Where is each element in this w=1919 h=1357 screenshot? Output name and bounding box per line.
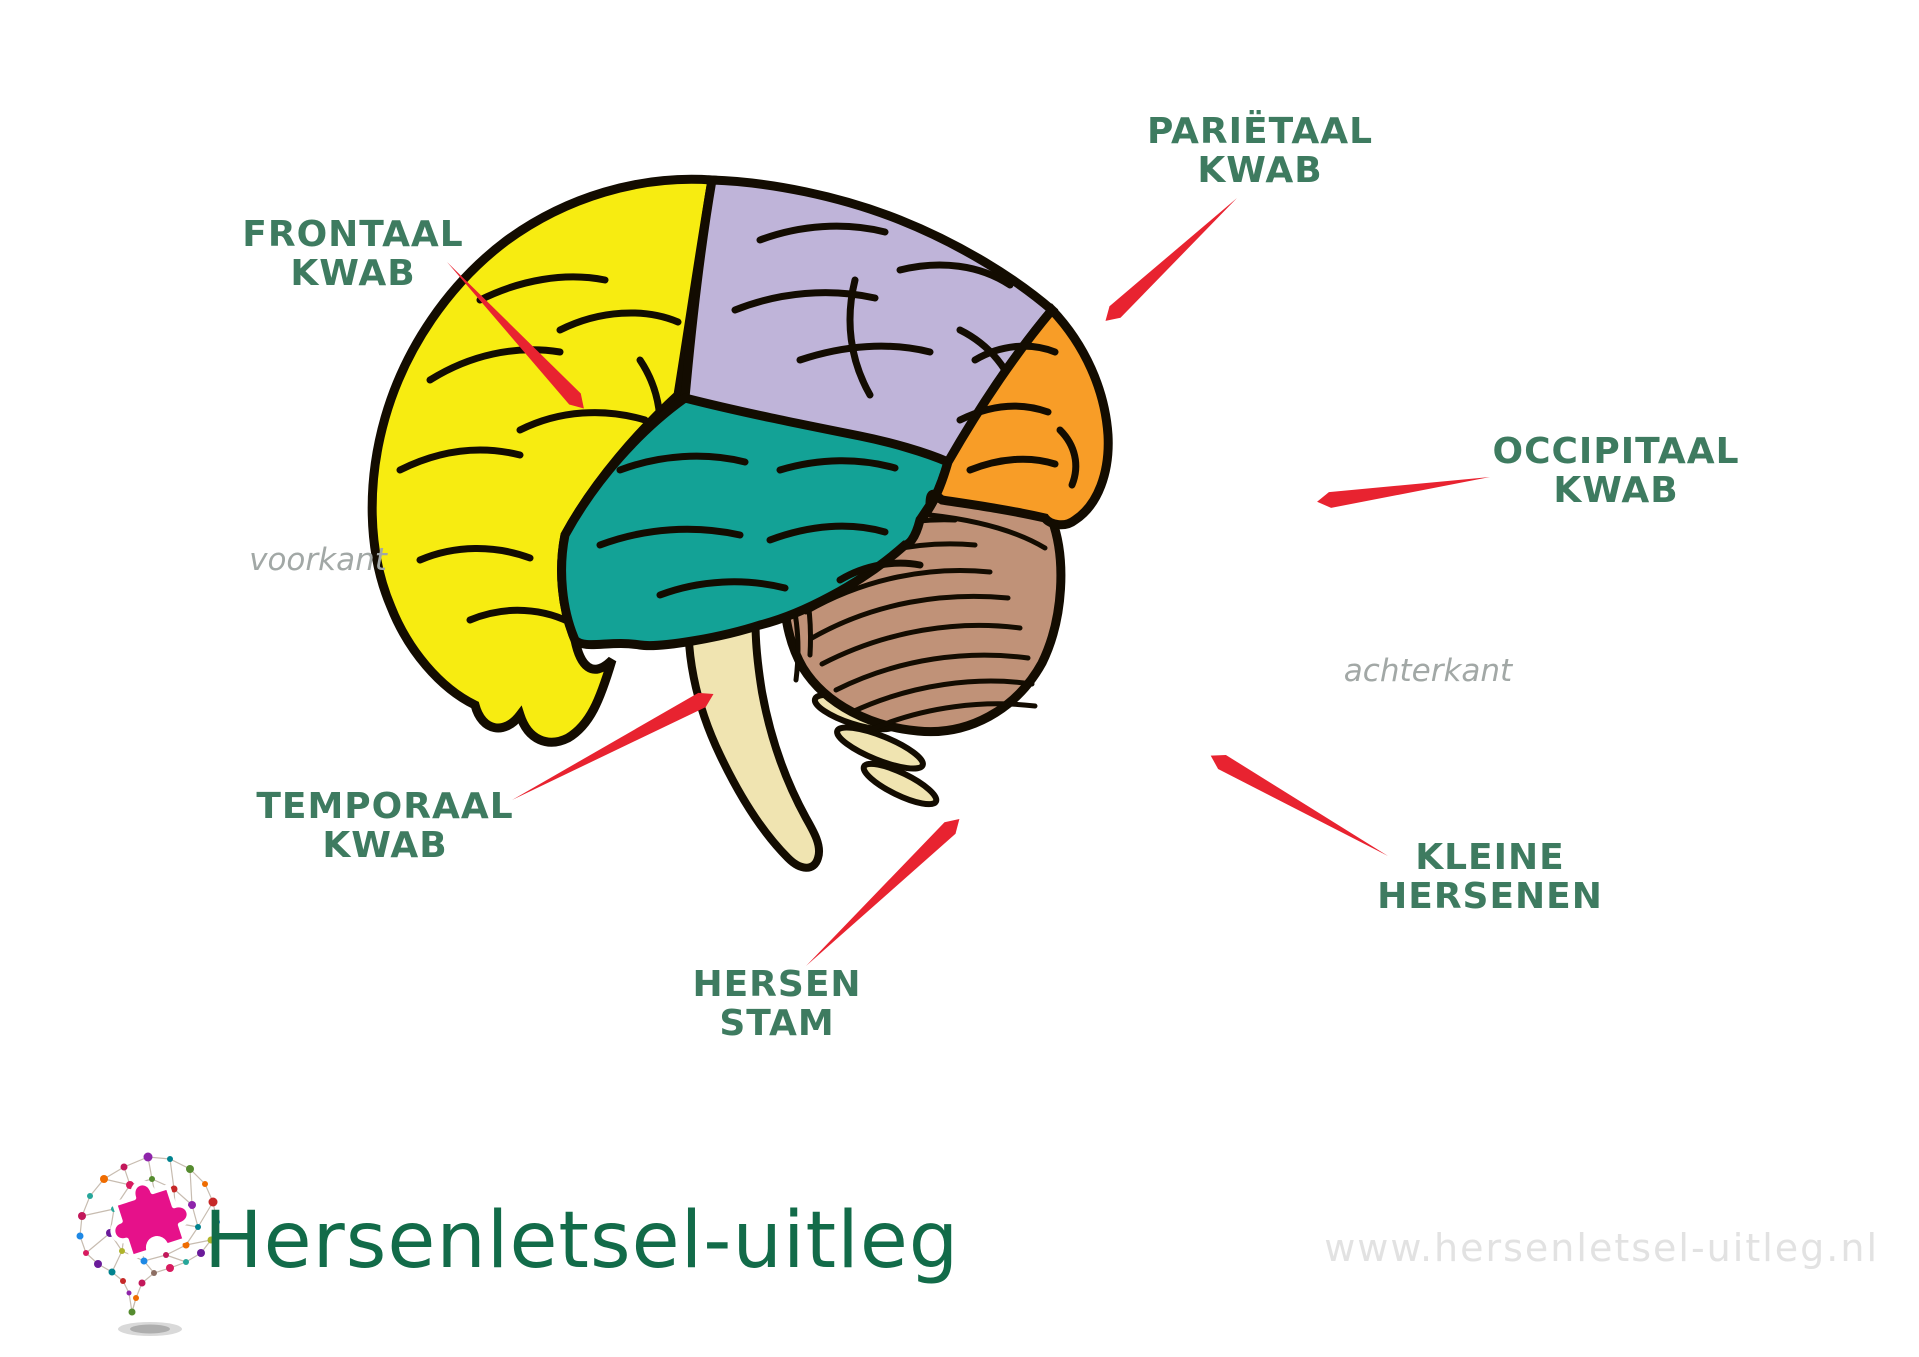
brand-title: Hersenletsel-uitleg — [204, 1196, 960, 1286]
label-frontaal-kwab: FRONTAAL KWAB — [242, 215, 463, 293]
label-kleine-hersenen: KLEINE HERSENEN — [1377, 838, 1603, 916]
label-temporaal-kwab: TEMPORAAL KWAB — [256, 787, 513, 865]
occipital-sulci — [956, 342, 1080, 489]
label-temporaal-line1: TEMPORAAL — [256, 786, 514, 827]
label-parietaal-line2: KWAB — [1197, 150, 1323, 191]
label-hersenstam: HERSEN STAM — [692, 965, 861, 1043]
label-temporaal-line2: KWAB — [322, 825, 448, 866]
label-kleine-line2: HERSENEN — [1377, 876, 1603, 917]
pointer-parietaal — [1105, 198, 1237, 321]
label-frontaal-line1: FRONTAAL — [242, 214, 464, 255]
pointer-occipitaal — [1317, 477, 1490, 508]
label-hersenstam-line2: STAM — [719, 1003, 835, 1044]
pointer-hersenstam — [806, 819, 960, 966]
parietal-sulci — [731, 222, 1022, 404]
pointer-arrows — [447, 198, 1490, 966]
temporal-lobe-region — [557, 393, 954, 650]
pointer-kleine-hersenen — [1210, 755, 1388, 856]
label-occipitaal-line1: OCCIPITAAL — [1492, 431, 1740, 472]
label-parietaal-line1: PARIËTAAL — [1146, 111, 1374, 152]
parietal-lobe-region — [680, 175, 1059, 468]
pointer-frontaal — [447, 262, 584, 409]
occipital-lobe-region — [916, 303, 1113, 530]
label-hersenstam-line1: HERSEN — [692, 964, 862, 1005]
label-kleine-line1: KLEINE — [1415, 837, 1565, 878]
orientation-back-text: achterkant — [1343, 653, 1513, 689]
temporal-sulci — [596, 452, 924, 599]
orientation-front-text: voorkant — [249, 542, 387, 578]
label-frontaal-line2: KWAB — [290, 253, 416, 294]
brand-logo — [76, 1152, 220, 1336]
label-parietaal-kwab: PARIËTAAL KWAB — [1147, 112, 1373, 190]
website-url: www.hersenletsel-uitleg.nl — [1324, 1226, 1879, 1270]
logo-shadow-inner — [130, 1324, 170, 1334]
label-occipitaal-kwab: OCCIPITAAL KWAB — [1492, 432, 1739, 510]
logo-puzzle-piece-icon — [110, 1180, 192, 1260]
pointer-temporaal — [512, 692, 714, 800]
label-occipitaal-line2: KWAB — [1553, 470, 1679, 511]
